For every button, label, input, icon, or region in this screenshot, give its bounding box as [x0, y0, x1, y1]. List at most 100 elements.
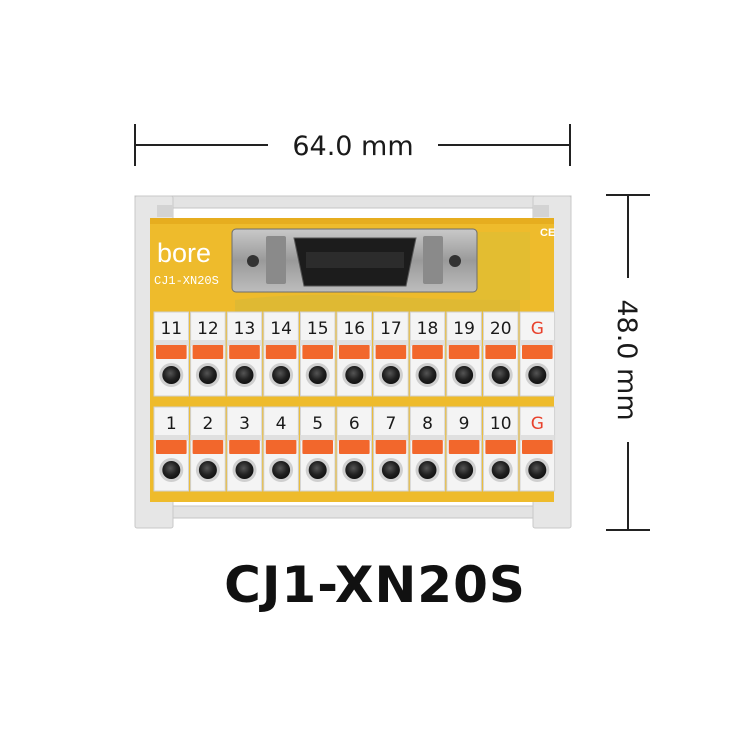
terminal-11: 11 [153, 311, 190, 397]
wire-entry-hole[interactable] [272, 366, 291, 384]
terminal-5: 5 [299, 406, 336, 492]
terminal-7: 7 [373, 406, 409, 492]
height-dimension: 48.0 mm [606, 194, 650, 531]
terminal-9: 9 [446, 406, 482, 492]
release-lever[interactable] [448, 440, 480, 454]
terminal-row-top: 11 12 13 14 15 16 17 18 19 20 G [153, 311, 556, 397]
release-lever[interactable] [412, 440, 443, 454]
wire-entry-hole[interactable] [455, 461, 474, 479]
release-lever[interactable] [522, 345, 553, 359]
wire-entry-hole[interactable] [528, 461, 547, 479]
terminal-19: 19 [446, 311, 482, 397]
terminal-10: 10 [482, 406, 519, 492]
wire-entry-hole[interactable] [162, 461, 181, 479]
pin-label: 10 [490, 414, 512, 434]
release-lever[interactable] [265, 345, 297, 359]
terminal-2: 2 [190, 406, 226, 492]
terminal-12: 12 [190, 311, 226, 397]
product-model-title: CJ1-XN20S [224, 556, 526, 614]
wire-entry-hole[interactable] [162, 366, 181, 384]
release-lever[interactable] [448, 345, 480, 359]
pin-label: 7 [385, 414, 396, 434]
release-lever[interactable] [485, 440, 516, 454]
pin-label: 4 [276, 414, 287, 434]
width-dimension: 64.0 mm [134, 124, 571, 166]
terminal-3: 3 [226, 406, 263, 492]
pin-label: 9 [459, 414, 470, 434]
pin-label: 14 [270, 319, 292, 339]
wire-entry-hole[interactable] [235, 366, 254, 384]
wire-entry-hole[interactable] [198, 366, 217, 384]
release-lever[interactable] [156, 440, 187, 454]
pin-label: 5 [312, 414, 323, 434]
wire-entry-hole[interactable] [345, 366, 364, 384]
wire-entry-hole[interactable] [418, 366, 437, 384]
release-lever[interactable] [229, 440, 260, 454]
pin-label: 15 [307, 319, 329, 339]
wire-entry-hole[interactable] [455, 366, 474, 384]
release-lever[interactable] [522, 440, 553, 454]
pin-label: G [531, 414, 544, 434]
pin-label: 3 [239, 414, 250, 434]
pin-label: 16 [343, 319, 365, 339]
terminal-13: 13 [226, 311, 263, 397]
terminal-1: 1 [153, 406, 190, 492]
release-lever[interactable] [375, 440, 407, 454]
release-lever[interactable] [192, 440, 224, 454]
wire-entry-hole[interactable] [308, 366, 327, 384]
terminal-18: 18 [409, 311, 446, 397]
wire-entry-hole[interactable] [528, 366, 547, 384]
wire-entry-hole[interactable] [491, 366, 510, 384]
terminal-6: 6 [336, 406, 373, 492]
terminal-20: 20 [482, 311, 519, 397]
terminal-G: G [519, 406, 556, 492]
pin-label: 8 [422, 414, 433, 434]
release-lever[interactable] [339, 345, 370, 359]
release-lever[interactable] [412, 345, 443, 359]
release-lever[interactable] [375, 345, 407, 359]
pin-label: 2 [202, 414, 213, 434]
wire-entry-hole[interactable] [308, 461, 327, 479]
pin-label: 20 [490, 319, 512, 339]
terminal-14: 14 [263, 311, 299, 397]
model-print: CJ1-XN20S [154, 274, 219, 288]
terminal-15: 15 [299, 311, 336, 397]
release-lever[interactable] [339, 440, 370, 454]
wire-entry-hole[interactable] [418, 461, 437, 479]
pin-label: G [531, 319, 544, 339]
pin-label: 12 [197, 319, 219, 339]
pin-label: 17 [380, 319, 402, 339]
wire-entry-hole[interactable] [198, 461, 217, 479]
release-lever[interactable] [229, 345, 260, 359]
release-lever[interactable] [485, 345, 516, 359]
wire-entry-hole[interactable] [491, 461, 510, 479]
ce-mark: CE [540, 227, 555, 239]
release-lever[interactable] [192, 345, 224, 359]
brand-logo: bore [157, 238, 211, 268]
release-lever[interactable] [156, 345, 187, 359]
terminal-8: 8 [409, 406, 446, 492]
width-label: 64.0 mm [292, 131, 413, 162]
pin-label: 11 [160, 319, 182, 339]
pin-label: 1 [166, 414, 177, 434]
wire-entry-hole[interactable] [381, 461, 400, 479]
wire-entry-hole[interactable] [272, 461, 291, 479]
release-lever[interactable] [302, 440, 333, 454]
release-lever[interactable] [265, 440, 297, 454]
pin-label: 19 [453, 319, 475, 339]
pin-label: 13 [234, 319, 256, 339]
release-lever[interactable] [302, 345, 333, 359]
terminal-G: G [519, 311, 556, 397]
wire-entry-hole[interactable] [345, 461, 364, 479]
wire-entry-hole[interactable] [235, 461, 254, 479]
terminal-4: 4 [263, 406, 299, 492]
pin-label: 18 [417, 319, 439, 339]
pin-label: 6 [349, 414, 360, 434]
terminal-16: 16 [336, 311, 373, 397]
mdr-connector [231, 228, 478, 293]
terminal-row-bottom: 1 2 3 4 5 6 7 8 9 10 G [153, 406, 556, 492]
wire-entry-hole[interactable] [381, 366, 400, 384]
terminal-17: 17 [373, 311, 409, 397]
height-label: 48.0 mm [611, 299, 642, 420]
